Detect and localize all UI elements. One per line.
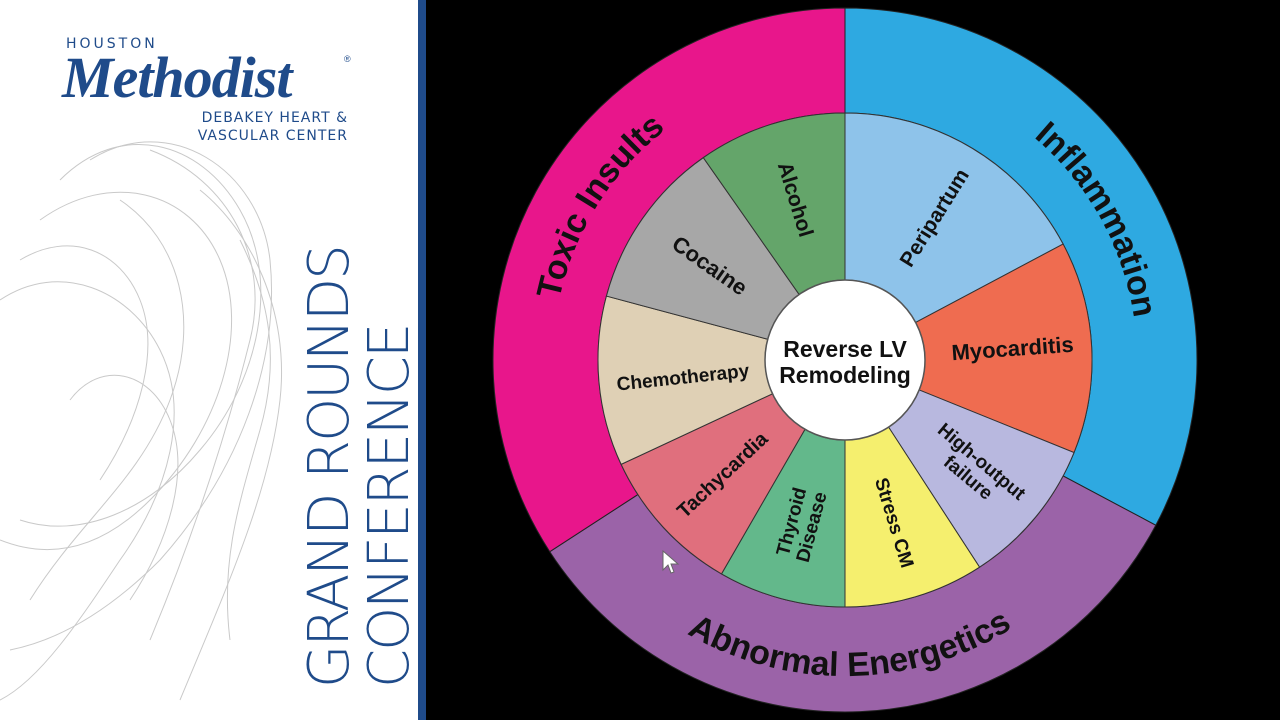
mouse-cursor-icon bbox=[662, 550, 680, 574]
inner-ring: PeripartumMyocarditisHigh-outputfailureS… bbox=[597, 112, 1093, 608]
heart-sketch-background bbox=[0, 141, 282, 701]
center-circle-group: Reverse LV Remodeling bbox=[764, 279, 926, 441]
logo-methodist-wordmark: Methodist bbox=[62, 45, 292, 110]
logo-registered-mark: ® bbox=[344, 54, 351, 64]
sidebar: HOUSTON Methodist ® DEBAKEY HEART & VASC… bbox=[0, 0, 418, 720]
sidebar-accent-bar bbox=[418, 0, 426, 720]
center-label-line2: Remodeling bbox=[779, 362, 911, 388]
logo-houston-text: HOUSTON bbox=[66, 36, 158, 52]
center-circle bbox=[764, 279, 926, 441]
logo-subtitle-line1: DEBAKEY HEART & bbox=[201, 110, 348, 126]
center-label-line1: Reverse LV bbox=[783, 336, 907, 362]
logo-subtitle-line2: VASCULAR CENTER bbox=[197, 128, 348, 144]
